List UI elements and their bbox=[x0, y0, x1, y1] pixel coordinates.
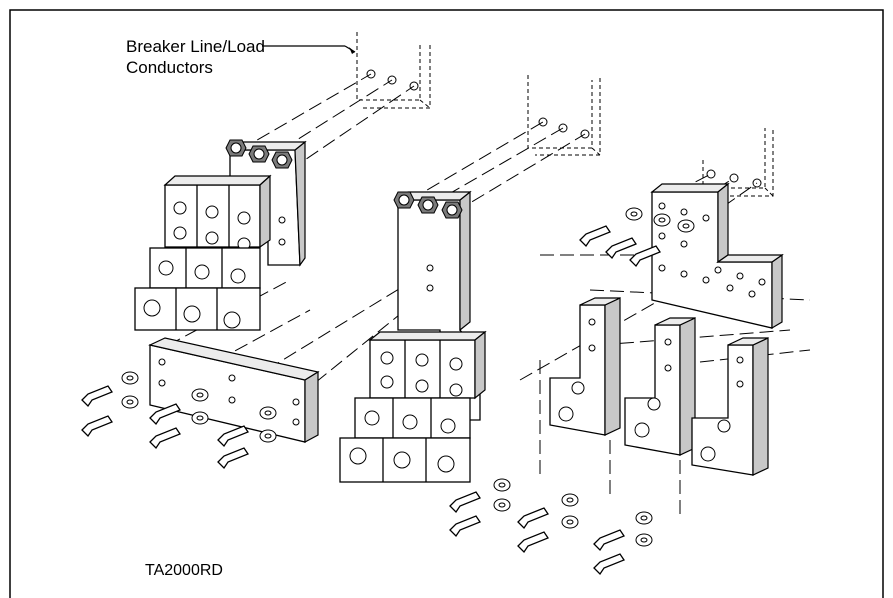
bottom-bolts-washers bbox=[449, 360, 681, 576]
right-terminal-plate bbox=[650, 182, 784, 330]
figure-code-label: TA2000RD bbox=[145, 562, 223, 579]
left-terminal-assembly bbox=[134, 139, 307, 331]
conductor-bracket-left bbox=[356, 32, 431, 109]
conductor-bracket-middle bbox=[527, 75, 601, 156]
right-small-lugs bbox=[549, 297, 769, 476]
right-top-bolts bbox=[579, 207, 695, 268]
callout-label-line-1: Breaker Line/Load bbox=[126, 37, 265, 56]
figure-frame bbox=[9, 9, 884, 598]
conductor-bracket-right bbox=[702, 128, 774, 197]
callout-leader bbox=[262, 45, 356, 54]
middle-terminal-assembly bbox=[339, 190, 487, 483]
left-bolts-washers bbox=[81, 371, 277, 470]
callout-label-line-2: Conductors bbox=[126, 58, 213, 77]
